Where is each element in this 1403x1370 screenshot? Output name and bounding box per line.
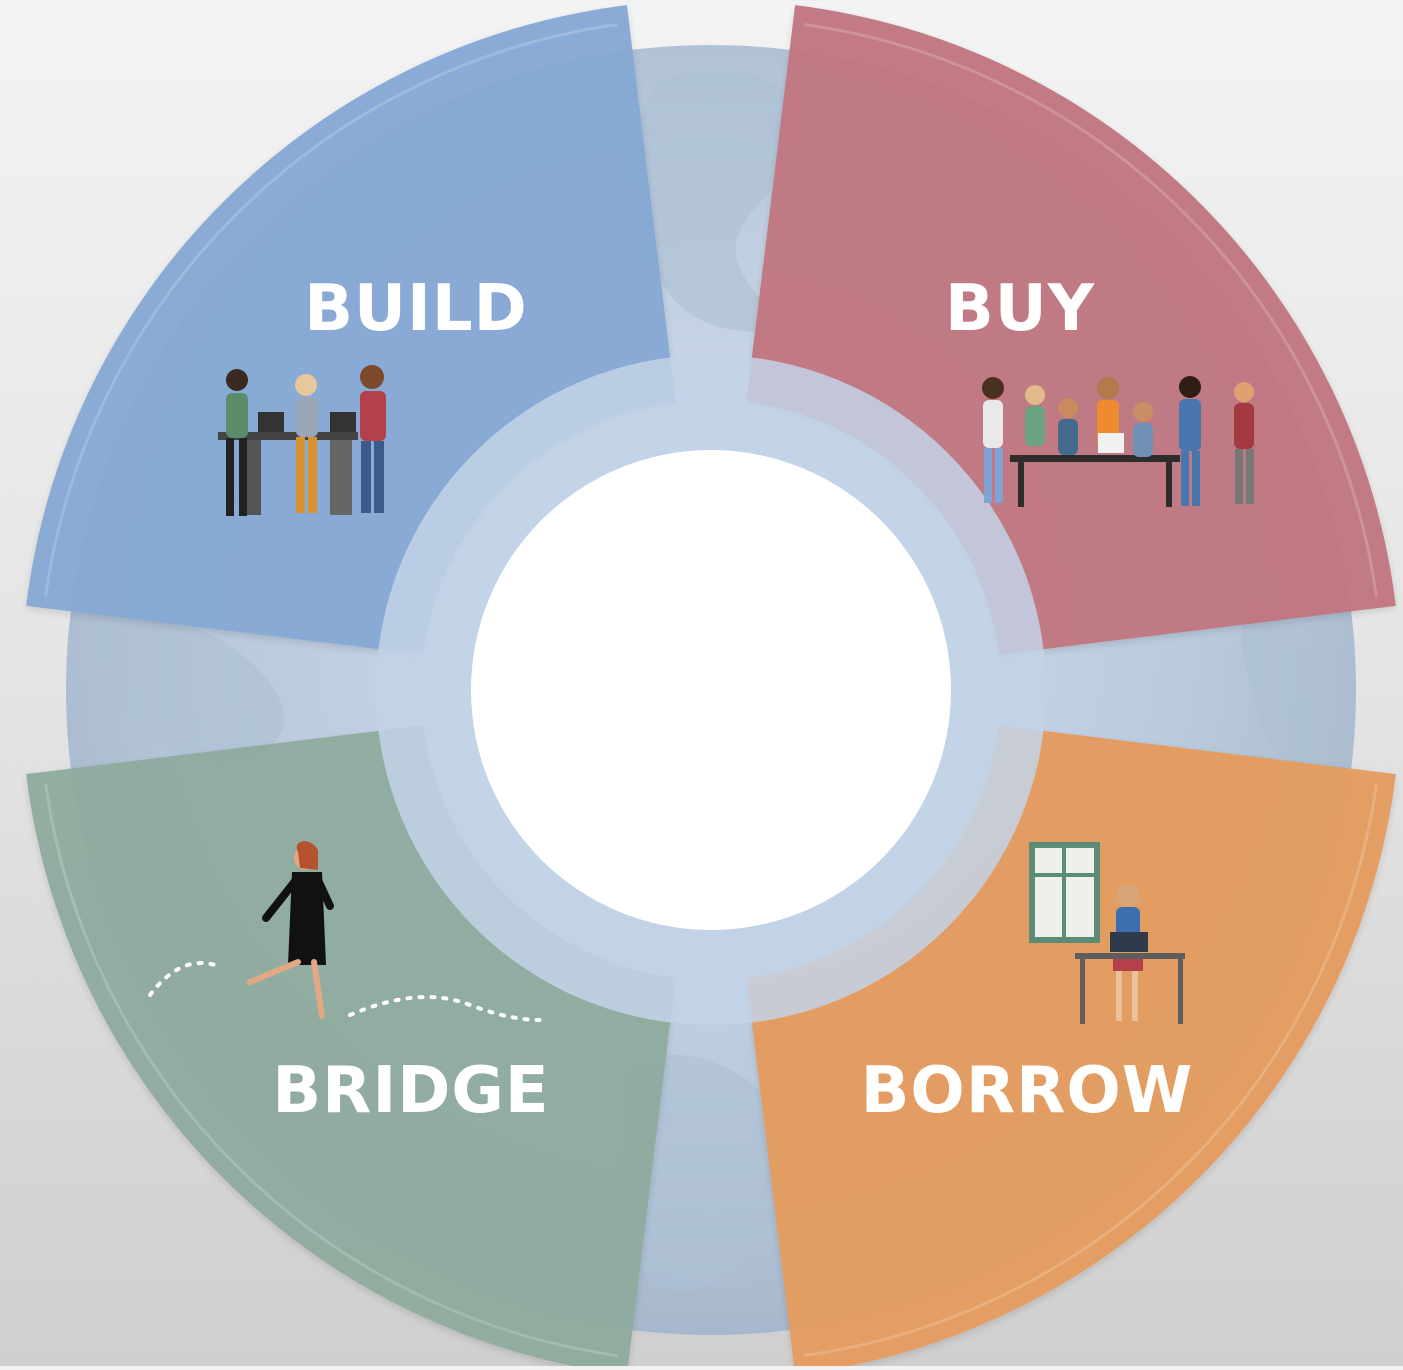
person-leg: [361, 441, 371, 513]
center-circle: [471, 450, 951, 930]
laptop: [258, 412, 284, 432]
person-leg: [308, 437, 317, 513]
desk-top: [218, 432, 358, 440]
person-leg: [984, 448, 992, 503]
segment-buy: [746, 5, 1396, 655]
person-head: [295, 374, 317, 396]
buy-illustration: [982, 376, 1254, 507]
continent-east: [1241, 600, 1322, 762]
person-body: [226, 393, 248, 438]
segment-rim-bridge: [44, 783, 618, 1357]
center-hub: [376, 355, 1046, 1025]
person-leg: [1246, 449, 1254, 504]
segment-rim-borrow: [804, 783, 1378, 1357]
segments-group: [26, 5, 1396, 1370]
segment-bridge: [26, 725, 676, 1370]
continent-south: [618, 1054, 792, 1291]
person-leg: [1181, 451, 1189, 506]
person-head: [982, 377, 1004, 399]
segment-label-bridge: BRIDGE: [272, 1054, 549, 1128]
person-body: [1234, 403, 1254, 449]
person-arm: [262, 876, 300, 922]
person-body: [296, 397, 318, 437]
person-leg: [1235, 449, 1243, 504]
person-leg: [296, 437, 305, 513]
person-leg: [995, 448, 1003, 503]
person-hair: [296, 841, 318, 870]
person-body: [360, 391, 386, 441]
segment-rim-buy: [804, 23, 1378, 597]
desk-leg: [1080, 959, 1085, 1024]
segment-rim-build: [44, 23, 618, 597]
desk: [1075, 953, 1185, 959]
person-head: [1133, 402, 1153, 422]
person-body: [1058, 419, 1078, 455]
segment-label-build: BUILD: [304, 272, 527, 346]
person-leg: [1116, 971, 1122, 1021]
person-dress: [288, 872, 326, 965]
segment-label-borrow: BORROW: [861, 1054, 1194, 1128]
trail-right: [348, 995, 542, 1022]
person-head: [1117, 884, 1139, 906]
person-arm: [314, 876, 334, 910]
person-leg: [1192, 451, 1200, 506]
segment-build: [26, 5, 676, 655]
person-leg: [226, 438, 234, 516]
person-skirt: [1113, 959, 1143, 971]
person-leg: [1132, 971, 1138, 1021]
person-leg: [239, 438, 247, 516]
desk-leg: [245, 440, 261, 515]
continent-west: [90, 614, 285, 762]
person-head: [1097, 377, 1119, 399]
person-head: [360, 365, 384, 389]
build-illustration: [218, 365, 386, 516]
person-body: [1025, 406, 1045, 446]
segment-borrow: [746, 725, 1396, 1370]
person-body: [1179, 399, 1201, 451]
laptop: [1098, 433, 1124, 453]
meeting-table: [1010, 455, 1180, 462]
laptop: [330, 412, 356, 432]
desk-leg: [330, 440, 352, 515]
person-leg: [311, 959, 325, 1019]
person-body: [983, 400, 1003, 448]
borrow-illustration: [1029, 842, 1185, 1024]
person-head: [1179, 376, 1201, 398]
person-leg: [247, 959, 301, 985]
bridge-illustration: [148, 841, 542, 1022]
person-leg: [374, 441, 384, 513]
table-leg: [1166, 462, 1172, 507]
table-leg: [1018, 462, 1024, 507]
person-head: [1058, 398, 1078, 418]
laptop: [1110, 932, 1148, 952]
person-head: [226, 369, 248, 391]
person-body: [1133, 423, 1153, 457]
desk-leg: [1178, 959, 1183, 1024]
continent-north: [636, 70, 802, 332]
person-head: [1025, 385, 1045, 405]
segment-label-buy: BUY: [945, 272, 1095, 346]
person-head: [1234, 382, 1254, 402]
